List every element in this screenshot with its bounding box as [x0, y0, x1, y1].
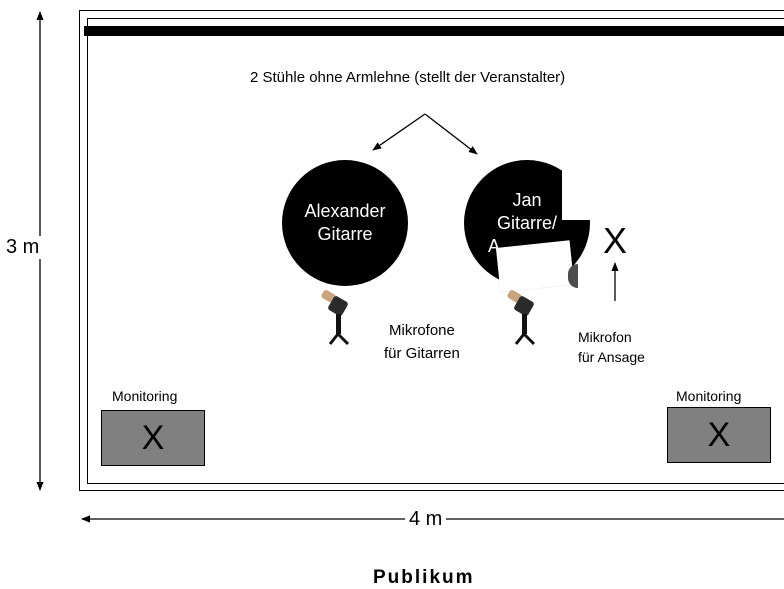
- chair-alexander-instrument: Gitarre: [317, 224, 373, 244]
- announce-mic-label-line2: für Ansage: [578, 349, 645, 365]
- guitar-mic-right-icon: [507, 290, 536, 346]
- depth-dimension-label: 3 m: [2, 236, 44, 259]
- announce-mic-label: Mikrofon für Ansage: [578, 327, 645, 367]
- monitor-left-marker: X: [141, 418, 165, 457]
- monitor-right-marker: X: [707, 415, 731, 454]
- guitar-mic-left-icon: [321, 290, 350, 346]
- stage-outer-border: [79, 10, 784, 491]
- chair-pointer-right: [424, 113, 478, 155]
- chair-pointer-left: [372, 113, 426, 151]
- guitar-mics-label-line2: für Gitarren: [384, 345, 460, 362]
- chair-jan-instrument: Gitarre/: [496, 212, 557, 233]
- overlay-patch-main: [495, 240, 575, 292]
- guitar-mics-label: Mikrofone für Gitarren: [384, 319, 460, 365]
- monitor-left-label: Monitoring: [112, 388, 178, 404]
- width-dimension-label: 4 m: [405, 508, 447, 531]
- audience-label: Publikum: [373, 567, 475, 588]
- announce-mic-icon: [568, 264, 578, 288]
- guitar-mics-label-line1: Mikrofone: [389, 322, 455, 339]
- chair-alexander: Alexander Gitarre: [282, 160, 408, 286]
- chair-alexander-name: Alexander: [304, 201, 386, 221]
- chairs-note: 2 Stühle ohne Armlehne (stellt der Veran…: [250, 69, 566, 86]
- monitor-right: X: [667, 407, 771, 463]
- chair-jan-name: Jan: [512, 189, 542, 210]
- stage-back-wall: [84, 26, 784, 36]
- overlay-patch-top: [562, 160, 602, 220]
- monitor-right-label: Monitoring: [676, 388, 742, 404]
- monitor-left: X: [101, 410, 205, 466]
- announce-mic-label-line1: Mikrofon: [578, 329, 632, 345]
- announce-mic-marker: X: [603, 220, 628, 261]
- stage-inner-border: [87, 18, 784, 484]
